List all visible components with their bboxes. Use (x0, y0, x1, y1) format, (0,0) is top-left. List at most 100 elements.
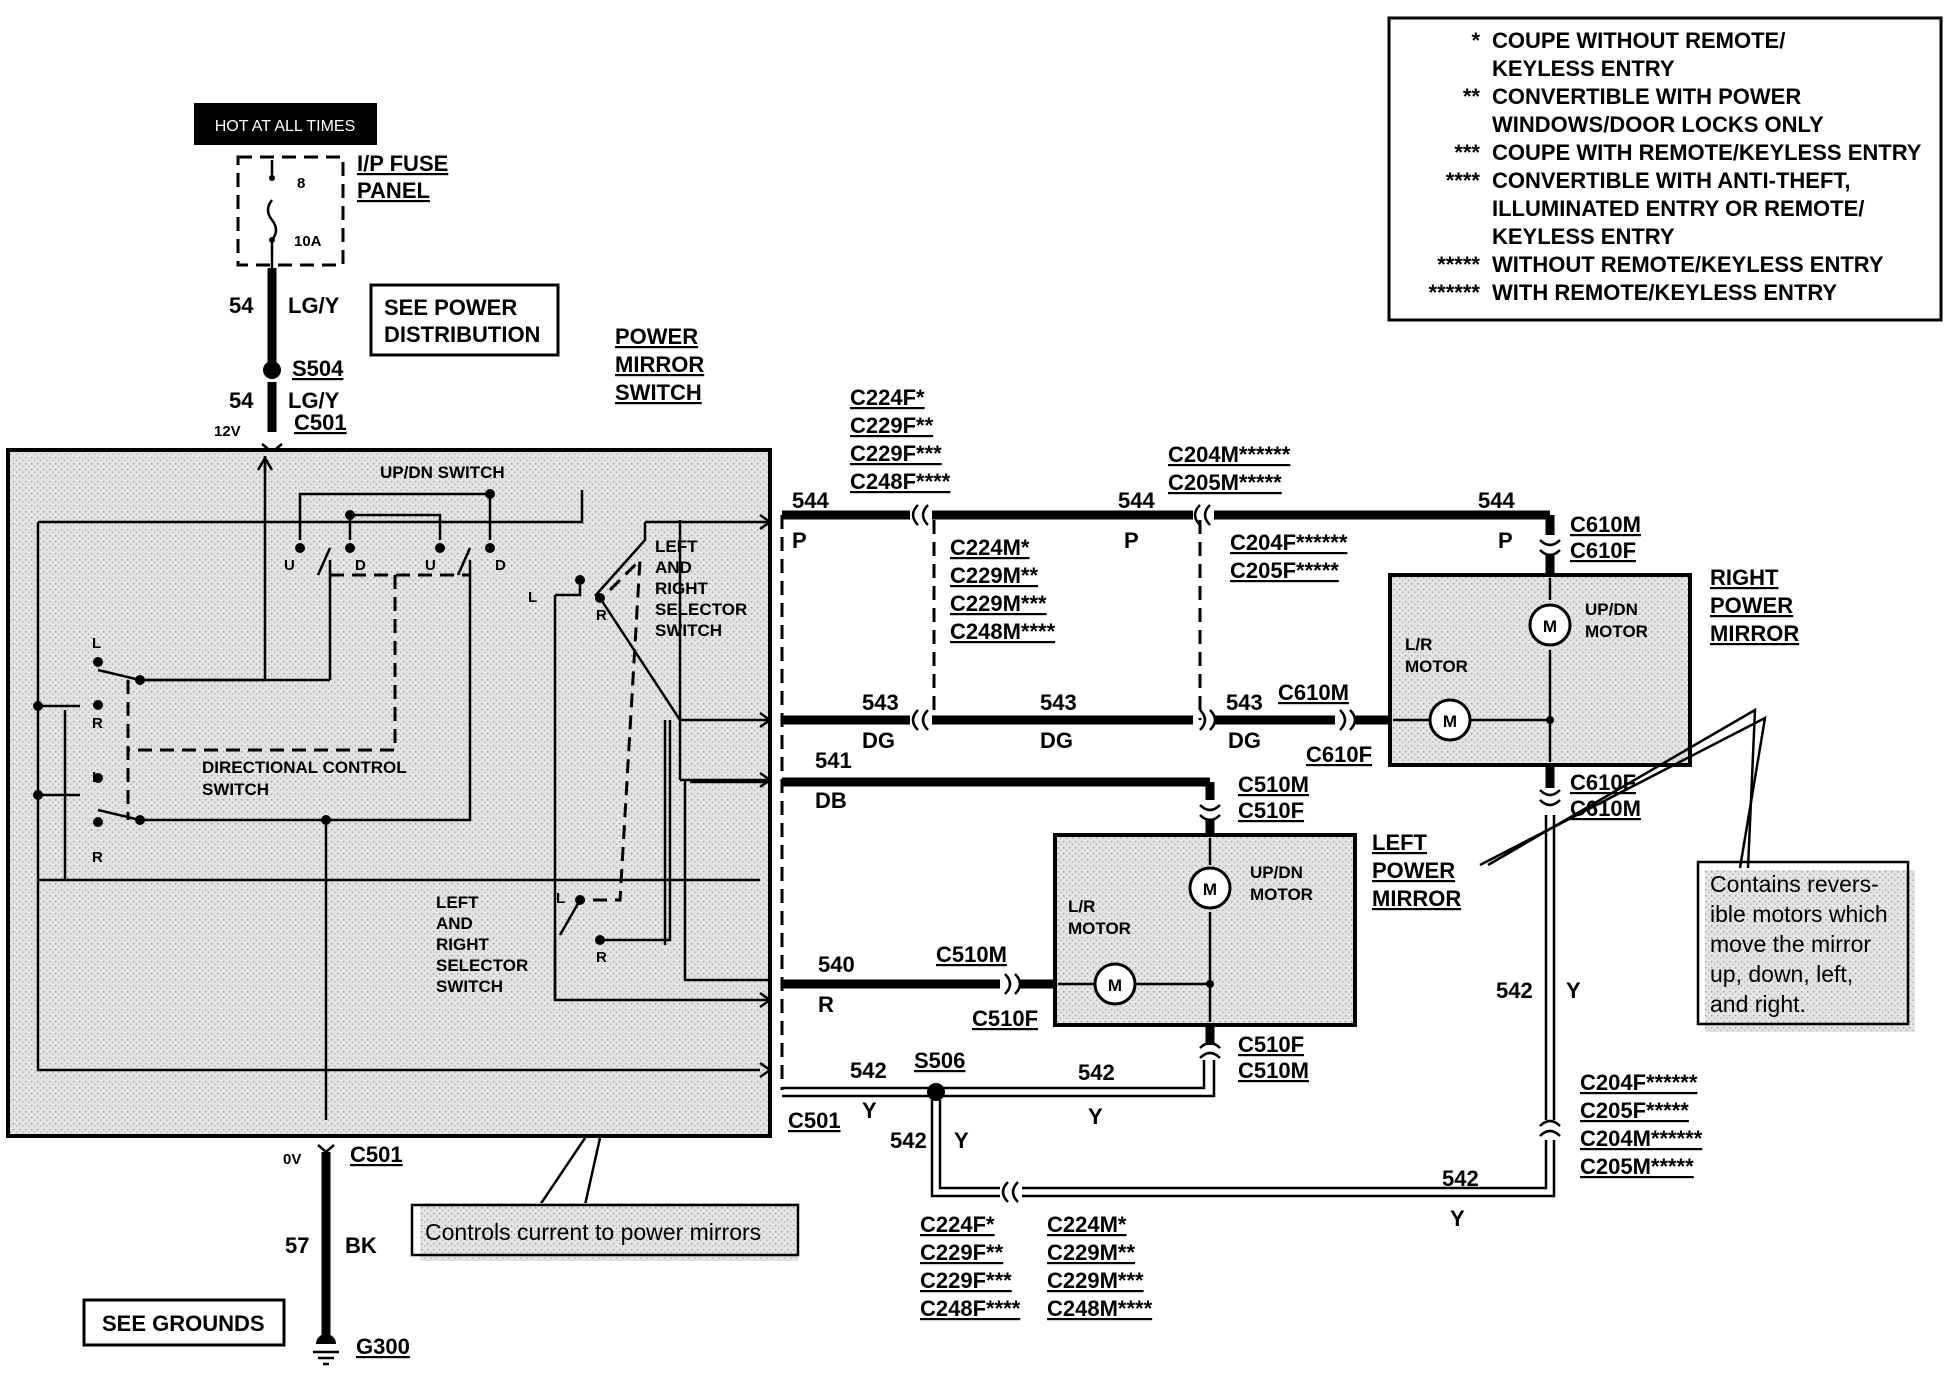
bottom-m-4: C248M**** (1047, 1296, 1153, 1321)
legend-text-6: WITH REMOTE/KEYLESS ENTRY (1492, 280, 1837, 305)
mid-f-1: C204F****** (1230, 530, 1348, 555)
power-feed: HOT AT ALL TIMES 8 10A I/P FUSE PANEL 54… (194, 103, 560, 454)
upper-m-2: C229M** (950, 563, 1038, 588)
bottom-f-4: C248F**** (920, 1296, 1021, 1321)
selector-bot-1: LEFT (436, 893, 479, 912)
w543-circuit-3: 543 (1226, 690, 1263, 715)
bottom-f-3: C229F*** (920, 1268, 1012, 1293)
upper-f-3: C229F*** (850, 441, 942, 466)
right-mirror-title-3: MIRROR (1710, 621, 1799, 646)
w542-color-4: Y (1450, 1206, 1465, 1231)
color-bk: BK (345, 1233, 377, 1258)
mid-m-1: C204M****** (1168, 442, 1291, 467)
legend-text-5: WITHOUT REMOTE/KEYLESS ENTRY (1492, 252, 1884, 277)
circuit-57: 57 (285, 1233, 309, 1258)
color-lgy-lower: LG/Y (288, 388, 340, 413)
voltage-12v: 12V (214, 423, 241, 440)
right-updn-motor-icon (1528, 603, 1572, 647)
w541-circuit: 541 (815, 748, 852, 773)
w544-circuit-3: 544 (1478, 488, 1515, 513)
selector-bot-4: SELECTOR (436, 956, 528, 975)
c510-r-2: C510F (972, 1006, 1038, 1031)
pos-r-4: R (596, 949, 607, 966)
pos-l-4: L (556, 890, 565, 907)
c510-bottom-1: C510F (1238, 1032, 1304, 1057)
callout-mirror-line-3: move the mirror (1710, 931, 1871, 957)
right-lr-motor-m: M (1443, 712, 1457, 731)
wiring: 544 P 544 P 544 P 543 DG 543 DG 543 DG 5… (780, 488, 1581, 1231)
left-mirror-title-2: POWER (1372, 858, 1455, 883)
w544-circuit-1: 544 (792, 488, 829, 513)
upper-m-4: C248M**** (950, 619, 1056, 644)
c510-bottom-2: C510M (1238, 1058, 1309, 1083)
ground-g300: G300 (356, 1334, 410, 1359)
upper-m-1: C224M* (950, 535, 1030, 560)
legend-box: * COUPE WITHOUT REMOTE/ KEYLESS ENTRY **… (1387, 16, 1943, 322)
pos-d-2: D (495, 557, 506, 574)
right-lower-2: C205F***** (1580, 1098, 1689, 1123)
callout-switch-text: Controls current to power mirrors (425, 1219, 761, 1245)
right-updn-label-1: UP/DN (1585, 600, 1638, 619)
selector-top-3: RIGHT (655, 579, 709, 598)
switch-title-3: SWITCH (615, 380, 702, 405)
legend-mark-2: ** (1463, 84, 1481, 109)
mid-f-2: C205F***** (1230, 558, 1339, 583)
callout-mirror-line-5: and right. (1710, 991, 1806, 1017)
fuse-number: 8 (297, 175, 305, 192)
c610-dg-1: C610M (1278, 680, 1349, 705)
w542-color-3: Y (954, 1128, 969, 1153)
w543-color-2: DG (1040, 728, 1073, 753)
legend-text-4b: ILLUMINATED ENTRY OR REMOTE/ (1492, 196, 1864, 221)
bottom-m-3: C229M*** (1047, 1268, 1144, 1293)
upper-f-4: C248F**** (850, 469, 951, 494)
switch-title-2: MIRROR (615, 352, 704, 377)
circuit-54-upper: 54 (229, 293, 254, 318)
w542-color-2: Y (1088, 1104, 1103, 1129)
fuse-panel-label-1: I/P FUSE (357, 151, 448, 176)
w542-circuit-1: 542 (850, 1058, 887, 1083)
connector-labels: C224F* C229F** C229F*** C248F**** C224M*… (850, 385, 1703, 1321)
callout-mirror-line-1: Contains revers- (1710, 871, 1879, 897)
left-updn-motor-icon (1188, 866, 1232, 910)
left-lr-motor-m: M (1108, 976, 1122, 995)
bottom-f-1: C224F* (920, 1212, 995, 1237)
w543-circuit-1: 543 (862, 690, 899, 715)
c510-top-2: C510F (1238, 798, 1304, 823)
splice-s504 (263, 361, 281, 379)
bottom-m-1: C224M* (1047, 1212, 1127, 1237)
w540-color: R (818, 992, 834, 1017)
w543-color-3: DG (1228, 728, 1261, 753)
pos-d-1: D (355, 557, 366, 574)
w544-color-3: P (1498, 528, 1513, 553)
pos-r-3: R (596, 607, 607, 624)
legend-text-4c: KEYLESS ENTRY (1492, 224, 1675, 249)
legend-text-2b: WINDOWS/DOOR LOCKS ONLY (1492, 112, 1824, 137)
c610-top-1: C610M (1570, 512, 1641, 537)
selector-bot-2: AND (436, 914, 473, 933)
fuse-rating: 10A (294, 233, 322, 250)
left-updn-label-1: UP/DN (1250, 863, 1303, 882)
right-updn-motor-m: M (1543, 617, 1557, 636)
pos-l-1: L (92, 635, 101, 652)
legend-text-1a: COUPE WITHOUT REMOTE/ (1492, 28, 1785, 53)
w542-circuit-3: 542 (890, 1128, 927, 1153)
left-power-mirror: M M UP/DN MOTOR L/R MOTOR LEFT POWER MIR… (1053, 830, 1461, 1027)
directional-label-1: DIRECTIONAL CONTROL (202, 758, 407, 777)
directional-label-2: SWITCH (202, 780, 269, 799)
right-updn-label-2: MOTOR (1585, 622, 1648, 641)
c510-r-1: C510M (936, 942, 1007, 967)
right-mirror-title-1: RIGHT (1710, 565, 1779, 590)
w542-color-5: Y (1566, 978, 1581, 1003)
right-lr-label-1: L/R (1405, 635, 1432, 654)
right-power-mirror: M M UP/DN MOTOR L/R MOTOR RIGHT POWER MI… (1388, 565, 1799, 767)
mid-m-2: C205M***** (1168, 470, 1282, 495)
legend-mark-1: * (1471, 28, 1480, 53)
selector-bot-5: SWITCH (436, 977, 503, 996)
see-power-1: SEE POWER (384, 295, 517, 320)
hot-at-all-times-label: HOT AT ALL TIMES (215, 118, 356, 135)
legend-text-2a: CONVERTIBLE WITH POWER (1492, 84, 1801, 109)
pos-r-2: R (92, 849, 103, 866)
connector-c501-ground: C501 (350, 1142, 403, 1167)
splice-s504-label: S504 (292, 356, 344, 381)
